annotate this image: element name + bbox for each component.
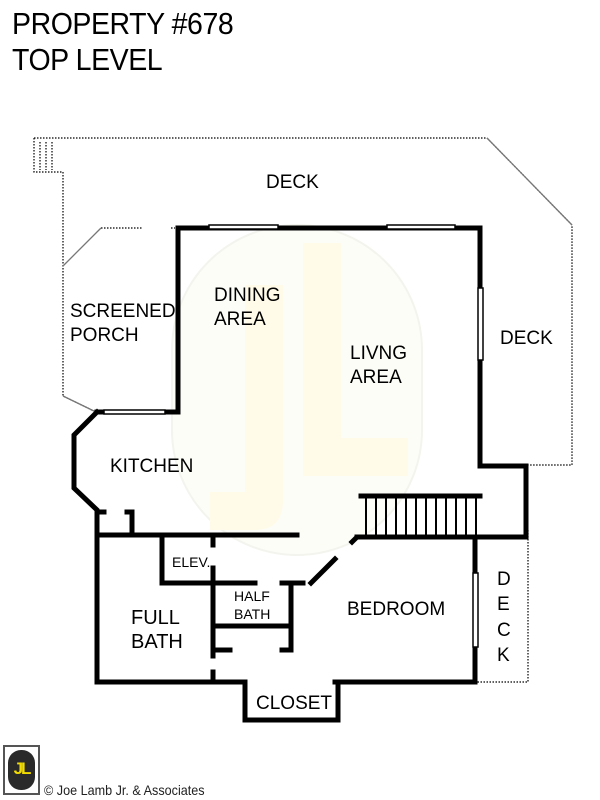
deck-outline bbox=[33, 137, 573, 683]
watermark-logo bbox=[171, 224, 423, 556]
label-bedroom: BEDROOM bbox=[347, 599, 445, 620]
label-halfbath-2: BATH bbox=[234, 606, 270, 622]
label-fullbath-1: FULL bbox=[131, 607, 180, 629]
walls bbox=[71, 225, 529, 723]
page-title-line2: TOP LEVEL bbox=[12, 42, 163, 77]
label-deck-right: DECK bbox=[500, 328, 553, 349]
label-deck-v-k: K bbox=[497, 645, 510, 666]
label-elev: ELEV. bbox=[172, 554, 210, 570]
windows bbox=[103, 224, 484, 648]
company-logo: JL bbox=[3, 745, 40, 795]
label-kitchen: KITCHEN bbox=[110, 456, 193, 477]
label-deck-v-c: C bbox=[497, 620, 511, 641]
label-closet: CLOSET bbox=[256, 693, 332, 714]
label-screened-1: SCREENED bbox=[70, 301, 176, 322]
logo-text: JL bbox=[13, 759, 32, 778]
label-living-2: AREA bbox=[350, 367, 402, 388]
copyright-text: © Joe Lamb Jr. & Associates bbox=[44, 782, 205, 798]
logo-badge: JL bbox=[8, 750, 35, 790]
label-screened-2: PORCH bbox=[70, 325, 139, 346]
label-dining-1: DINING bbox=[214, 285, 281, 306]
porch-diagonals bbox=[62, 137, 573, 413]
page-title-line1: PROPERTY #678 bbox=[12, 6, 234, 41]
label-deck-v-d: D bbox=[497, 569, 511, 590]
label-halfbath-1: HALF bbox=[234, 588, 270, 604]
label-deck-top: DECK bbox=[266, 172, 319, 193]
stair-treads bbox=[365, 497, 477, 536]
room-labels: DECK DECK SCREENED PORCH DINING AREA LIV… bbox=[70, 172, 553, 714]
label-deck-v-e: E bbox=[497, 594, 510, 615]
label-dining-2: AREA bbox=[214, 309, 266, 330]
label-living-1: LIVNG bbox=[350, 343, 407, 364]
label-fullbath-2: BATH bbox=[131, 631, 183, 653]
